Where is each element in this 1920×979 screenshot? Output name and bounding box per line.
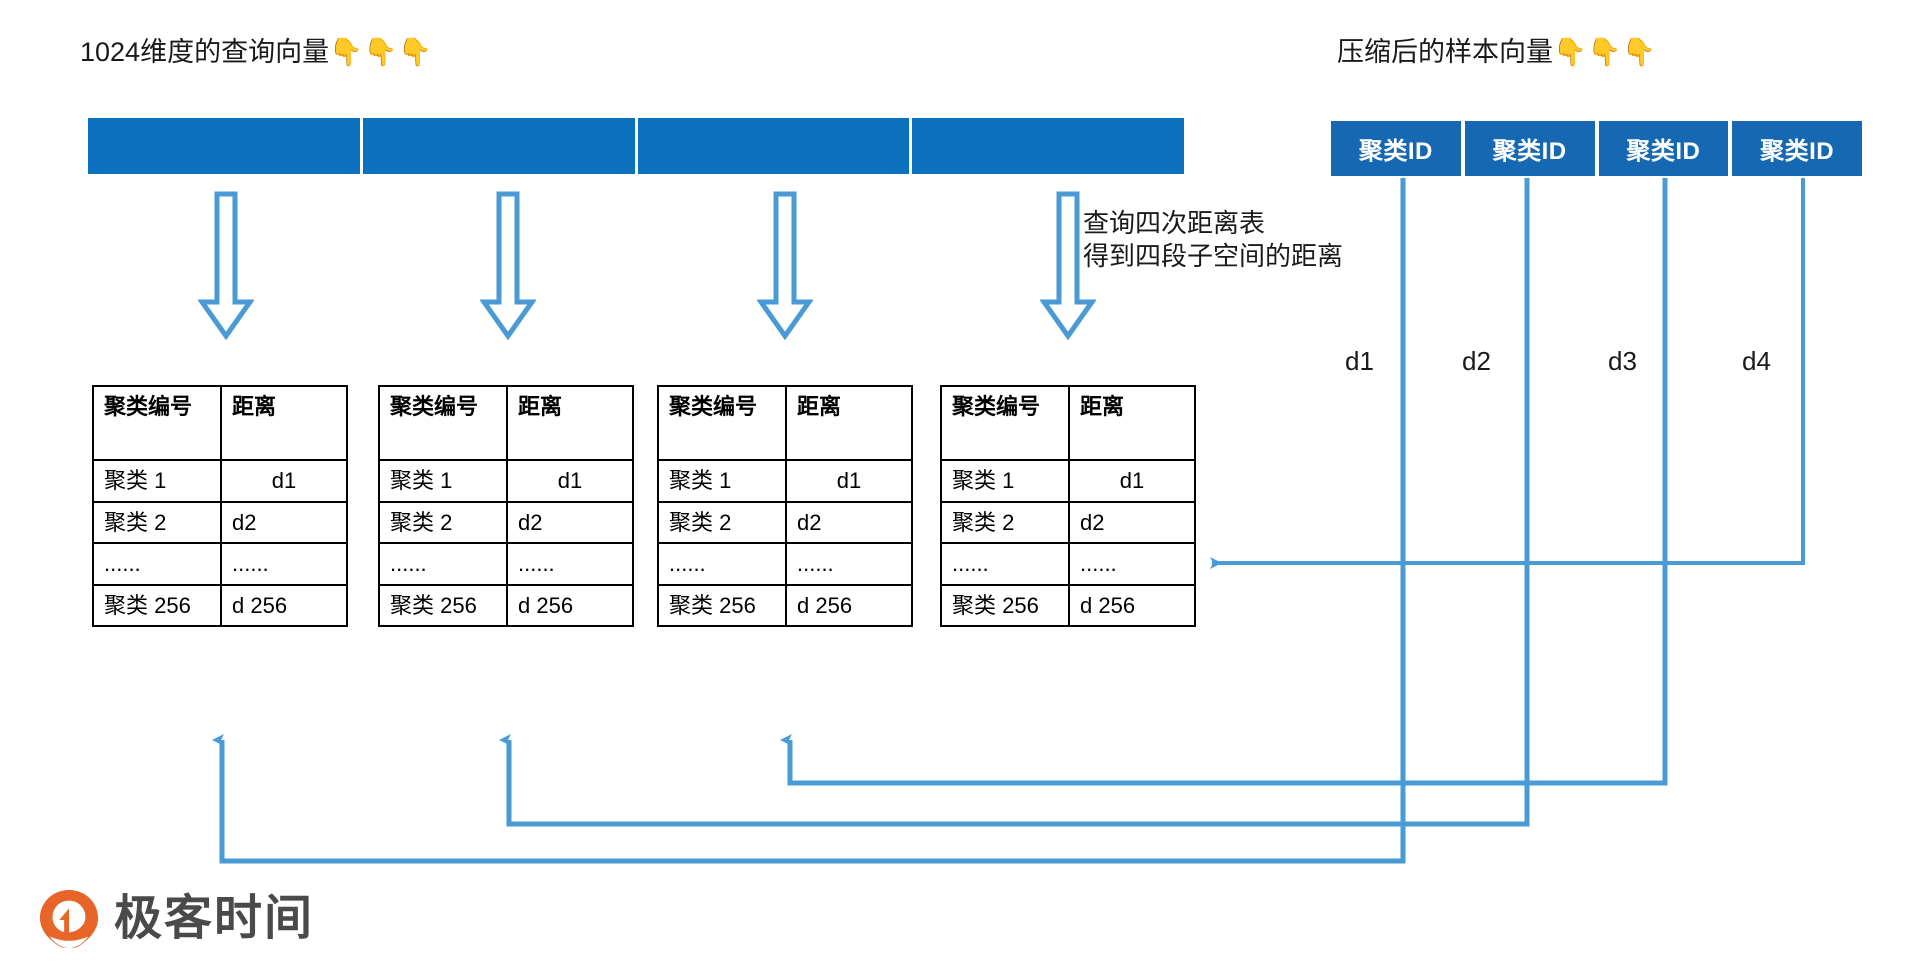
- cell-distance: ......: [506, 542, 634, 586]
- query-vector-segment-4: [912, 118, 1184, 174]
- cell-cluster-id: ......: [940, 542, 1070, 586]
- table-row: 聚类 256 d 256: [940, 583, 1196, 627]
- cell-distance: d1: [1068, 459, 1196, 503]
- table-header-cluster-id: 聚类编号: [940, 385, 1070, 461]
- geektime-logo: 极客时间: [38, 883, 314, 955]
- point-down-emoji-group-right: 👇👇👇: [1553, 37, 1657, 67]
- distance-label-d4: d4: [1742, 346, 1771, 376]
- compressed-sample-vector-bar: 聚类ID 聚类ID 聚类ID 聚类ID: [1331, 121, 1862, 176]
- distance-table-subspace-4: 聚类编号 距离 聚类 1 d1 聚类 2 d2 ...... ...... 聚类…: [940, 385, 1196, 627]
- cell-cluster-id: 聚类 1: [657, 459, 787, 503]
- cell-distance: ......: [1068, 542, 1196, 586]
- cell-cluster-id: 聚类 2: [92, 500, 222, 544]
- table-row: 聚类 2 d2: [378, 500, 634, 544]
- table-row: 聚类 1 d1: [940, 459, 1196, 503]
- cell-cluster-id: ......: [657, 542, 787, 586]
- table-header-row: 聚类编号 距离: [378, 385, 634, 461]
- table-header-row: 聚类编号 距离: [940, 385, 1196, 461]
- table-row: 聚类 1 d1: [378, 459, 634, 503]
- cell-distance: d2: [1068, 500, 1196, 544]
- query-vector-caption: 1024维度的查询向量👇👇👇: [80, 39, 433, 66]
- cell-distance: d1: [785, 459, 913, 503]
- cell-cluster-id: 聚类 256: [657, 583, 787, 627]
- cell-cluster-id: ......: [92, 542, 222, 586]
- cell-cluster-id: 聚类 256: [92, 583, 222, 627]
- cell-distance: d 256: [506, 583, 634, 627]
- cluster-id-box-4: 聚类ID: [1732, 121, 1862, 176]
- distance-table-subspace-2: 聚类编号 距离 聚类 1 d1 聚类 2 d2 ...... ...... 聚类…: [378, 385, 634, 627]
- table-row: 聚类 2 d2: [940, 500, 1196, 544]
- cell-distance: d1: [506, 459, 634, 503]
- table-row: 聚类 2 d2: [657, 500, 913, 544]
- distance-label-d3: d3: [1608, 346, 1637, 376]
- down-block-arrow-3: [757, 190, 813, 340]
- cell-distance: d 256: [785, 583, 913, 627]
- table-header-cluster-id: 聚类编号: [657, 385, 787, 461]
- cell-distance: d 256: [220, 583, 348, 627]
- table-row: ...... ......: [378, 542, 634, 586]
- down-block-arrow-2: [480, 190, 536, 340]
- cluster-id-box-1: 聚类ID: [1331, 121, 1461, 176]
- table-header-distance: 距离: [220, 385, 348, 461]
- cell-distance: d1: [220, 459, 348, 503]
- distance-label-d1: d1: [1345, 346, 1374, 376]
- cluster-id-box-3: 聚类ID: [1598, 121, 1729, 176]
- query-vector-segment-2: [362, 118, 635, 174]
- table-header-distance: 距离: [785, 385, 913, 461]
- table-header-row: 聚类编号 距离: [657, 385, 913, 461]
- cluster-id-box-2: 聚类ID: [1464, 121, 1595, 176]
- table-header-row: 聚类编号 距离: [92, 385, 348, 461]
- cell-cluster-id: 聚类 1: [92, 459, 222, 503]
- geektime-wordmark: 极客时间: [114, 892, 315, 945]
- cell-cluster-id: 聚类 2: [657, 500, 787, 544]
- cell-cluster-id: 聚类 1: [378, 459, 508, 503]
- table-row: ...... ......: [92, 542, 348, 586]
- table-header-distance: 距离: [506, 385, 634, 461]
- cell-distance: d 256: [1068, 583, 1196, 627]
- query-vector-caption-text: 1024维度的查询向量: [80, 37, 330, 67]
- cell-distance: ......: [785, 542, 913, 586]
- cell-cluster-id: 聚类 2: [940, 500, 1070, 544]
- table-row: 聚类 1 d1: [657, 459, 913, 503]
- query-distance-note: 查询四次距离表 得到四段子空间的距离: [1083, 207, 1343, 274]
- point-down-emoji-group-left: 👇👇👇: [329, 37, 433, 67]
- distance-table-subspace-3: 聚类编号 距离 聚类 1 d1 聚类 2 d2 ...... ...... 聚类…: [657, 385, 913, 627]
- sample-vector-caption-text: 压缩后的样本向量: [1337, 37, 1553, 67]
- distance-label-d2: d2: [1462, 346, 1491, 376]
- table-row: 聚类 256 d 256: [657, 583, 913, 627]
- query-distance-note-line-2: 得到四段子空间的距离: [1083, 241, 1344, 272]
- cell-distance: d2: [785, 500, 913, 544]
- table-row: 聚类 1 d1: [92, 459, 348, 503]
- cell-cluster-id: 聚类 1: [940, 459, 1070, 503]
- geektime-mark-icon: [38, 888, 100, 950]
- table-row: 聚类 256 d 256: [92, 583, 348, 627]
- cell-cluster-id: 聚类 256: [378, 583, 508, 627]
- table-row: 聚类 2 d2: [92, 500, 348, 544]
- cell-distance: d2: [506, 500, 634, 544]
- sample-vector-caption: 压缩后的样本向量👇👇👇: [1337, 39, 1657, 66]
- table-row: ...... ......: [940, 542, 1196, 586]
- table-row: ...... ......: [657, 542, 913, 586]
- cell-cluster-id: 聚类 2: [378, 500, 508, 544]
- cell-distance: ......: [220, 542, 348, 586]
- query-distance-note-line-1: 查询四次距离表: [1083, 208, 1266, 238]
- distance-table-subspace-1: 聚类编号 距离 聚类 1 d1 聚类 2 d2 ...... ...... 聚类…: [92, 385, 348, 627]
- down-block-arrow-1: [198, 190, 254, 340]
- query-vector-bar: [88, 118, 1184, 174]
- query-vector-segment-3: [637, 118, 910, 174]
- table-header-distance: 距离: [1068, 385, 1196, 461]
- table-header-cluster-id: 聚类编号: [378, 385, 508, 461]
- table-row: 聚类 256 d 256: [378, 583, 634, 627]
- cell-cluster-id: ......: [378, 542, 508, 586]
- cell-cluster-id: 聚类 256: [940, 583, 1070, 627]
- cell-distance: d2: [220, 500, 348, 544]
- query-vector-segment-1: [88, 118, 360, 174]
- table-header-cluster-id: 聚类编号: [92, 385, 222, 461]
